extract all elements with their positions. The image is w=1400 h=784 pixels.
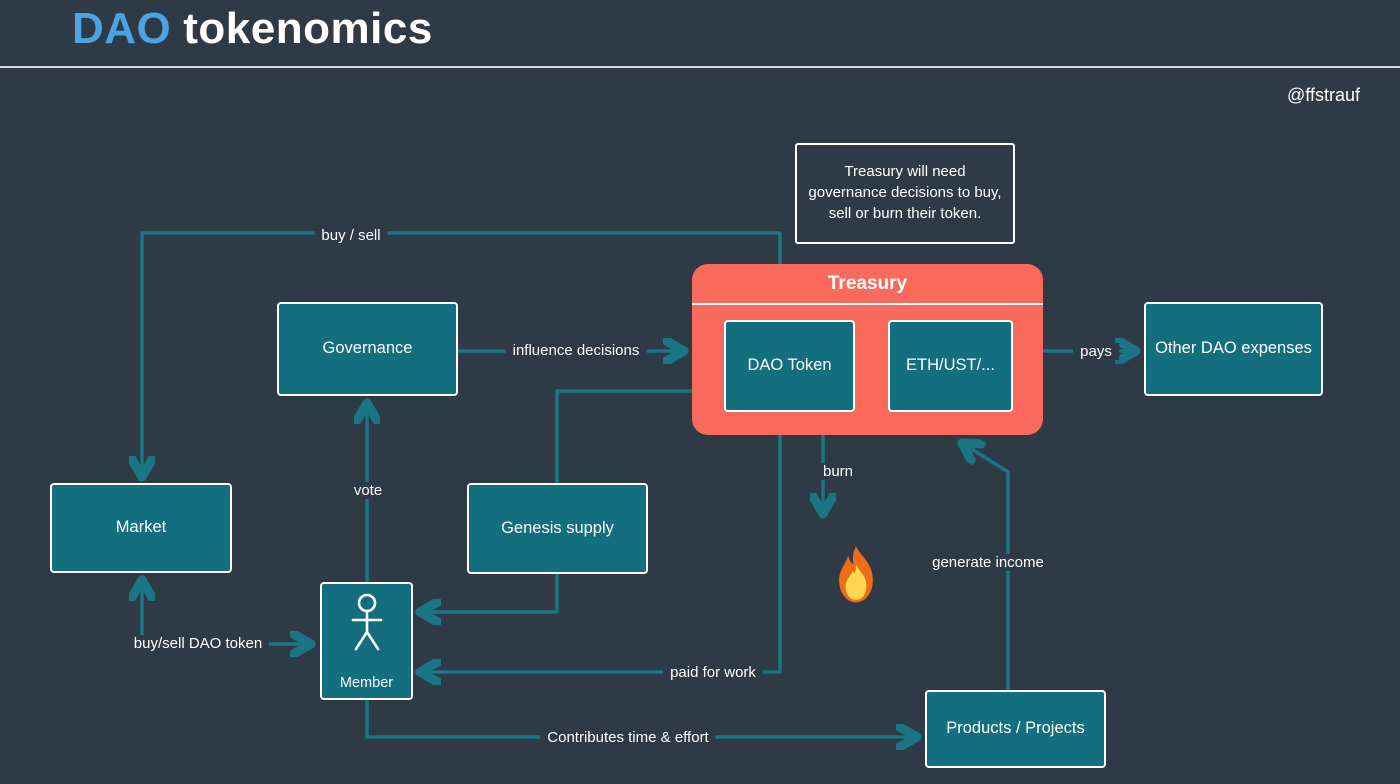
node-other-dao-expenses-label: Other DAO expenses <box>1155 339 1312 358</box>
treasury-divider <box>692 303 1043 305</box>
edge-label-buy-sell-dao-token: buy/sell DAO token <box>126 635 270 652</box>
edge-label-burn: burn <box>815 463 861 480</box>
treasury-note: Treasury will need governance decisions … <box>795 143 1015 244</box>
edge-label-contributes: Contributes time & effort <box>540 729 716 746</box>
node-member: Member <box>320 582 413 700</box>
node-genesis-supply-label: Genesis supply <box>501 518 614 537</box>
person-icon <box>351 593 382 651</box>
node-dao-token-label: DAO Token <box>747 356 832 375</box>
arrow-genesis-to-member <box>420 572 559 612</box>
header-divider <box>0 66 1400 68</box>
node-eth-ust: ETH/UST/... <box>888 320 1013 412</box>
node-governance-label: Governance <box>322 339 413 358</box>
node-genesis-supply: Genesis supply <box>467 483 648 574</box>
author-handle: @ffstrauf <box>1287 85 1360 105</box>
arrow-treasury-to-market-buy-sell <box>142 231 782 477</box>
node-market-label: Market <box>115 518 167 537</box>
node-products-projects-label: Products / Projects <box>946 719 1085 738</box>
page-title-accent: DAO <box>72 4 172 53</box>
edge-label-pays: pays <box>1073 343 1119 360</box>
node-market: Market <box>50 483 232 573</box>
fire-icon <box>839 546 873 603</box>
treasury-group-title: Treasury <box>827 273 908 294</box>
treasury-group: Treasury DAO Token ETH/UST/... <box>692 264 1043 435</box>
node-products-projects: Products / Projects <box>925 690 1106 768</box>
node-member-label: Member <box>339 675 394 692</box>
edge-label-vote: vote <box>346 482 390 499</box>
node-other-dao-expenses: Other DAO expenses <box>1144 302 1323 396</box>
edge-label-influence-decisions: influence decisions <box>505 342 647 359</box>
edge-label-buy-sell: buy / sell <box>314 227 388 244</box>
node-eth-ust-label: ETH/UST/... <box>906 356 995 375</box>
edge-label-paid-for-work: paid for work <box>663 664 763 681</box>
page-title-rest: tokenomics <box>183 4 433 53</box>
treasury-note-text: Treasury will need governance decisions … <box>808 163 1002 222</box>
edge-label-generate-income: generate income <box>925 554 1051 571</box>
node-governance: Governance <box>277 302 458 396</box>
node-dao-token: DAO Token <box>724 320 855 412</box>
